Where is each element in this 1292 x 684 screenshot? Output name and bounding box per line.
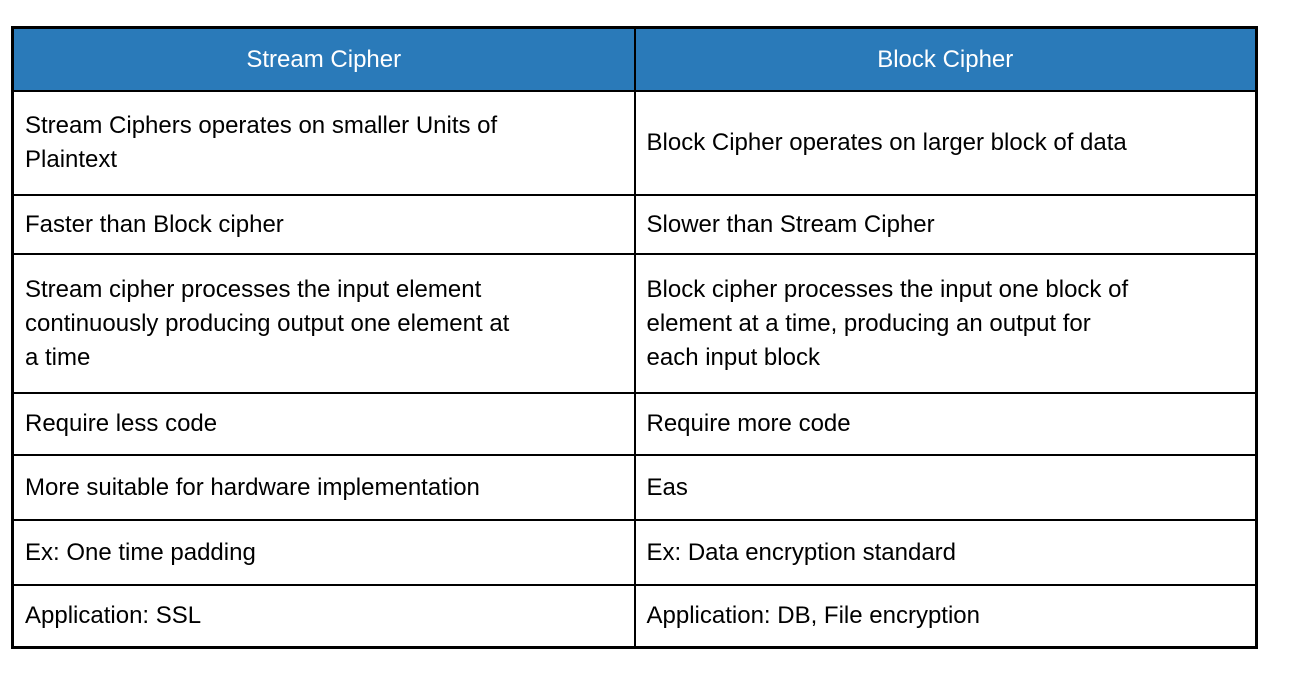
table-row: Ex: One time padding Ex: Data encryption… — [11, 519, 1258, 586]
cell-stream-processing: Stream cipher processes the input elemen… — [11, 253, 636, 394]
cell-block-example: Ex: Data encryption standard — [633, 519, 1258, 586]
table-row: Stream cipher processes the input elemen… — [11, 253, 1258, 394]
cell-block-units: Block Cipher operates on larger block of… — [633, 90, 1258, 196]
cell-stream-speed: Faster than Block cipher — [11, 194, 636, 255]
cell-stream-example: Ex: One time padding — [11, 519, 636, 586]
table-header: Stream Cipher Block Cipher — [11, 26, 1258, 92]
cell-stream-code: Require less code — [11, 392, 636, 456]
cell-block-application: Application: DB, File encryption — [633, 584, 1258, 648]
header-row: Stream Cipher Block Cipher — [11, 26, 1258, 92]
cell-stream-application: Application: SSL — [11, 584, 636, 648]
cell-block-processing: Block cipher processes the input one blo… — [633, 253, 1258, 394]
table-row: Require less code Require more code — [11, 392, 1258, 456]
cell-block-hardware: Eas — [633, 454, 1258, 521]
table-row: More suitable for hardware implementatio… — [11, 454, 1258, 521]
header-block-cipher: Block Cipher — [633, 26, 1258, 92]
cell-stream-hardware: More suitable for hardware implementatio… — [11, 454, 636, 521]
table-row: Application: SSL Application: DB, File e… — [11, 584, 1258, 648]
table-row: Faster than Block cipher Slower than Str… — [11, 194, 1258, 255]
cipher-comparison-table: Stream Cipher Block Cipher Stream Cipher… — [11, 26, 1258, 649]
cell-stream-units: Stream Ciphers operates on smaller Units… — [11, 90, 636, 196]
table-row: Stream Ciphers operates on smaller Units… — [11, 90, 1258, 196]
table-body: Stream Ciphers operates on smaller Units… — [11, 90, 1258, 648]
header-stream-cipher: Stream Cipher — [11, 26, 636, 92]
cell-block-code: Require more code — [633, 392, 1258, 456]
cell-block-speed: Slower than Stream Cipher — [633, 194, 1258, 255]
